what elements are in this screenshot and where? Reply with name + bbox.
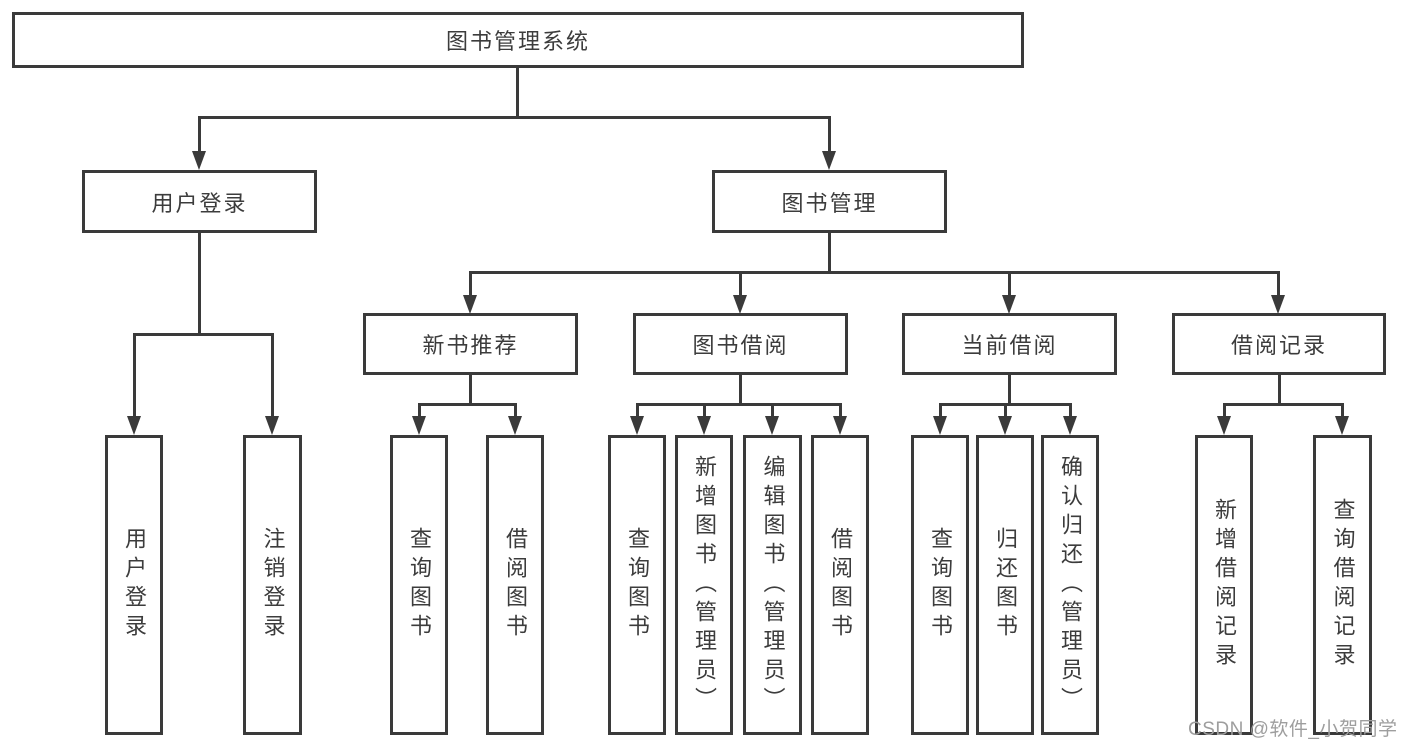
node-leaf-add-book-admin: 新增图书（管理员） <box>675 435 733 735</box>
edge-borrow-record-stem <box>1278 375 1281 406</box>
node-leaf-confirm-return-admin: 确认归还（管理员） <box>1041 435 1099 735</box>
arrowhead-query-book-c <box>933 416 947 435</box>
csdn-watermark: CSDN @软件_小贺同学 <box>1188 719 1398 740</box>
arrowhead-query-book-a <box>412 416 426 435</box>
arrowhead-user-login <box>192 151 206 170</box>
node-book-borrowing: 图书借阅 <box>633 313 848 375</box>
arrowhead-new-book-rec <box>463 295 477 314</box>
edge-shaft-confirm-return <box>1069 403 1072 417</box>
arrowhead-edit-book <box>765 416 779 435</box>
node-label: 查询图书 <box>928 527 953 643</box>
edge-shaft-leaf-logout <box>271 333 274 417</box>
edge-shaft-query-book-a <box>418 403 421 417</box>
edge-shaft-book-mgmt <box>828 116 831 153</box>
node-leaf-query-book-c: 查询图书 <box>911 435 969 735</box>
edge-book-mgmt-stem <box>828 233 831 274</box>
edge-shaft-return-book <box>1004 403 1007 417</box>
node-label: 注销登录 <box>260 527 286 643</box>
node-user-login: 用户登录 <box>82 170 317 233</box>
edge-shaft-add-record <box>1223 403 1226 417</box>
node-leaf-add-borrow-record: 新增借阅记录 <box>1195 435 1253 735</box>
arrowhead-book-borrow <box>733 295 747 314</box>
node-label: 编辑图书（管理员） <box>760 454 786 716</box>
node-label: 图书借阅 <box>692 333 789 358</box>
node-label: 借阅图书 <box>503 527 528 643</box>
node-label: 新增借阅记录 <box>1212 498 1237 672</box>
node-label: 图书管理 <box>781 190 878 216</box>
edge-user-login-branch <box>133 333 274 336</box>
node-label: 借阅图书 <box>828 527 853 643</box>
edge-shaft-edit-book <box>771 403 774 417</box>
edge-book-borrow-branch <box>636 403 841 406</box>
node-label: 用户登录 <box>151 190 248 216</box>
edge-book-mgmt-branch <box>469 271 1280 274</box>
edge-shaft-new-book-rec <box>469 271 472 296</box>
node-label: 用户登录 <box>122 527 147 643</box>
node-leaf-query-book-a: 查询图书 <box>390 435 448 735</box>
node-leaf-logout: 注销登录 <box>243 435 302 735</box>
arrowhead-leaf-logout <box>265 416 279 435</box>
arrowhead-leaf-user-login <box>127 416 141 435</box>
edge-current-borrow-stem <box>1008 375 1011 406</box>
edge-shaft-leaf-user-login <box>133 333 136 417</box>
edge-new-book-rec-stem <box>469 375 472 406</box>
node-label: 当前借阅 <box>961 333 1058 358</box>
node-leaf-edit-book-admin: 编辑图书（管理员） <box>743 435 802 735</box>
node-leaf-return-book: 归还图书 <box>976 435 1034 735</box>
node-root: 图书管理系统 <box>12 12 1024 68</box>
node-label: 新增图书（管理员） <box>692 454 717 716</box>
edge-root-branch <box>198 116 831 119</box>
node-new-book-recommendation: 新书推荐 <box>363 313 578 375</box>
edge-shaft-current-borrow <box>1008 271 1011 296</box>
edge-root-stem <box>516 68 519 118</box>
node-borrowing-records: 借阅记录 <box>1172 313 1386 375</box>
node-current-borrowing: 当前借阅 <box>902 313 1117 375</box>
node-book-management: 图书管理 <box>712 170 947 233</box>
edge-shaft-user-login <box>198 116 201 153</box>
arrowhead-current-borrow <box>1002 295 1016 314</box>
arrowhead-query-book-b <box>630 416 644 435</box>
edge-shaft-borrow-book-b <box>839 403 842 417</box>
node-leaf-query-book-b: 查询图书 <box>608 435 666 735</box>
node-label: 查询图书 <box>625 527 650 643</box>
arrowhead-borrow-book-b <box>833 416 847 435</box>
arrowhead-borrow-record <box>1271 295 1285 314</box>
edge-shaft-query-book-b <box>636 403 639 417</box>
edge-borrow-record-branch <box>1223 403 1344 406</box>
node-label: 新书推荐 <box>422 333 519 358</box>
node-label: 借阅记录 <box>1230 333 1327 358</box>
arrowhead-query-record <box>1335 416 1349 435</box>
edge-user-login-stem <box>198 233 201 334</box>
arrowhead-borrow-book-a <box>508 416 522 435</box>
edge-new-book-rec-branch <box>418 403 517 406</box>
edge-shaft-borrow-book-a <box>514 403 517 417</box>
edge-shaft-book-borrow <box>739 271 742 296</box>
arrowhead-confirm-return <box>1063 416 1077 435</box>
node-label: 查询借阅记录 <box>1330 498 1356 672</box>
arrowhead-return-book <box>998 416 1012 435</box>
edge-shaft-query-record <box>1341 403 1344 417</box>
node-leaf-user-login: 用户登录 <box>105 435 163 735</box>
node-leaf-borrow-book-b: 借阅图书 <box>811 435 869 735</box>
arrowhead-add-record <box>1217 416 1231 435</box>
node-label: 查询图书 <box>407 527 432 643</box>
edge-shaft-borrow-record <box>1277 271 1280 296</box>
node-leaf-borrow-book-a: 借阅图书 <box>486 435 544 735</box>
edge-shaft-add-book <box>703 403 706 417</box>
node-label: 归还图书 <box>993 527 1018 643</box>
edge-book-borrow-stem <box>739 375 742 406</box>
edge-shaft-query-book-c <box>939 403 942 417</box>
node-label: 图书管理系统 <box>445 29 590 54</box>
arrowhead-book-mgmt <box>822 151 836 170</box>
node-label: 确认归还（管理员） <box>1058 454 1083 716</box>
arrowhead-add-book <box>697 416 711 435</box>
node-leaf-query-borrow-record: 查询借阅记录 <box>1313 435 1372 735</box>
